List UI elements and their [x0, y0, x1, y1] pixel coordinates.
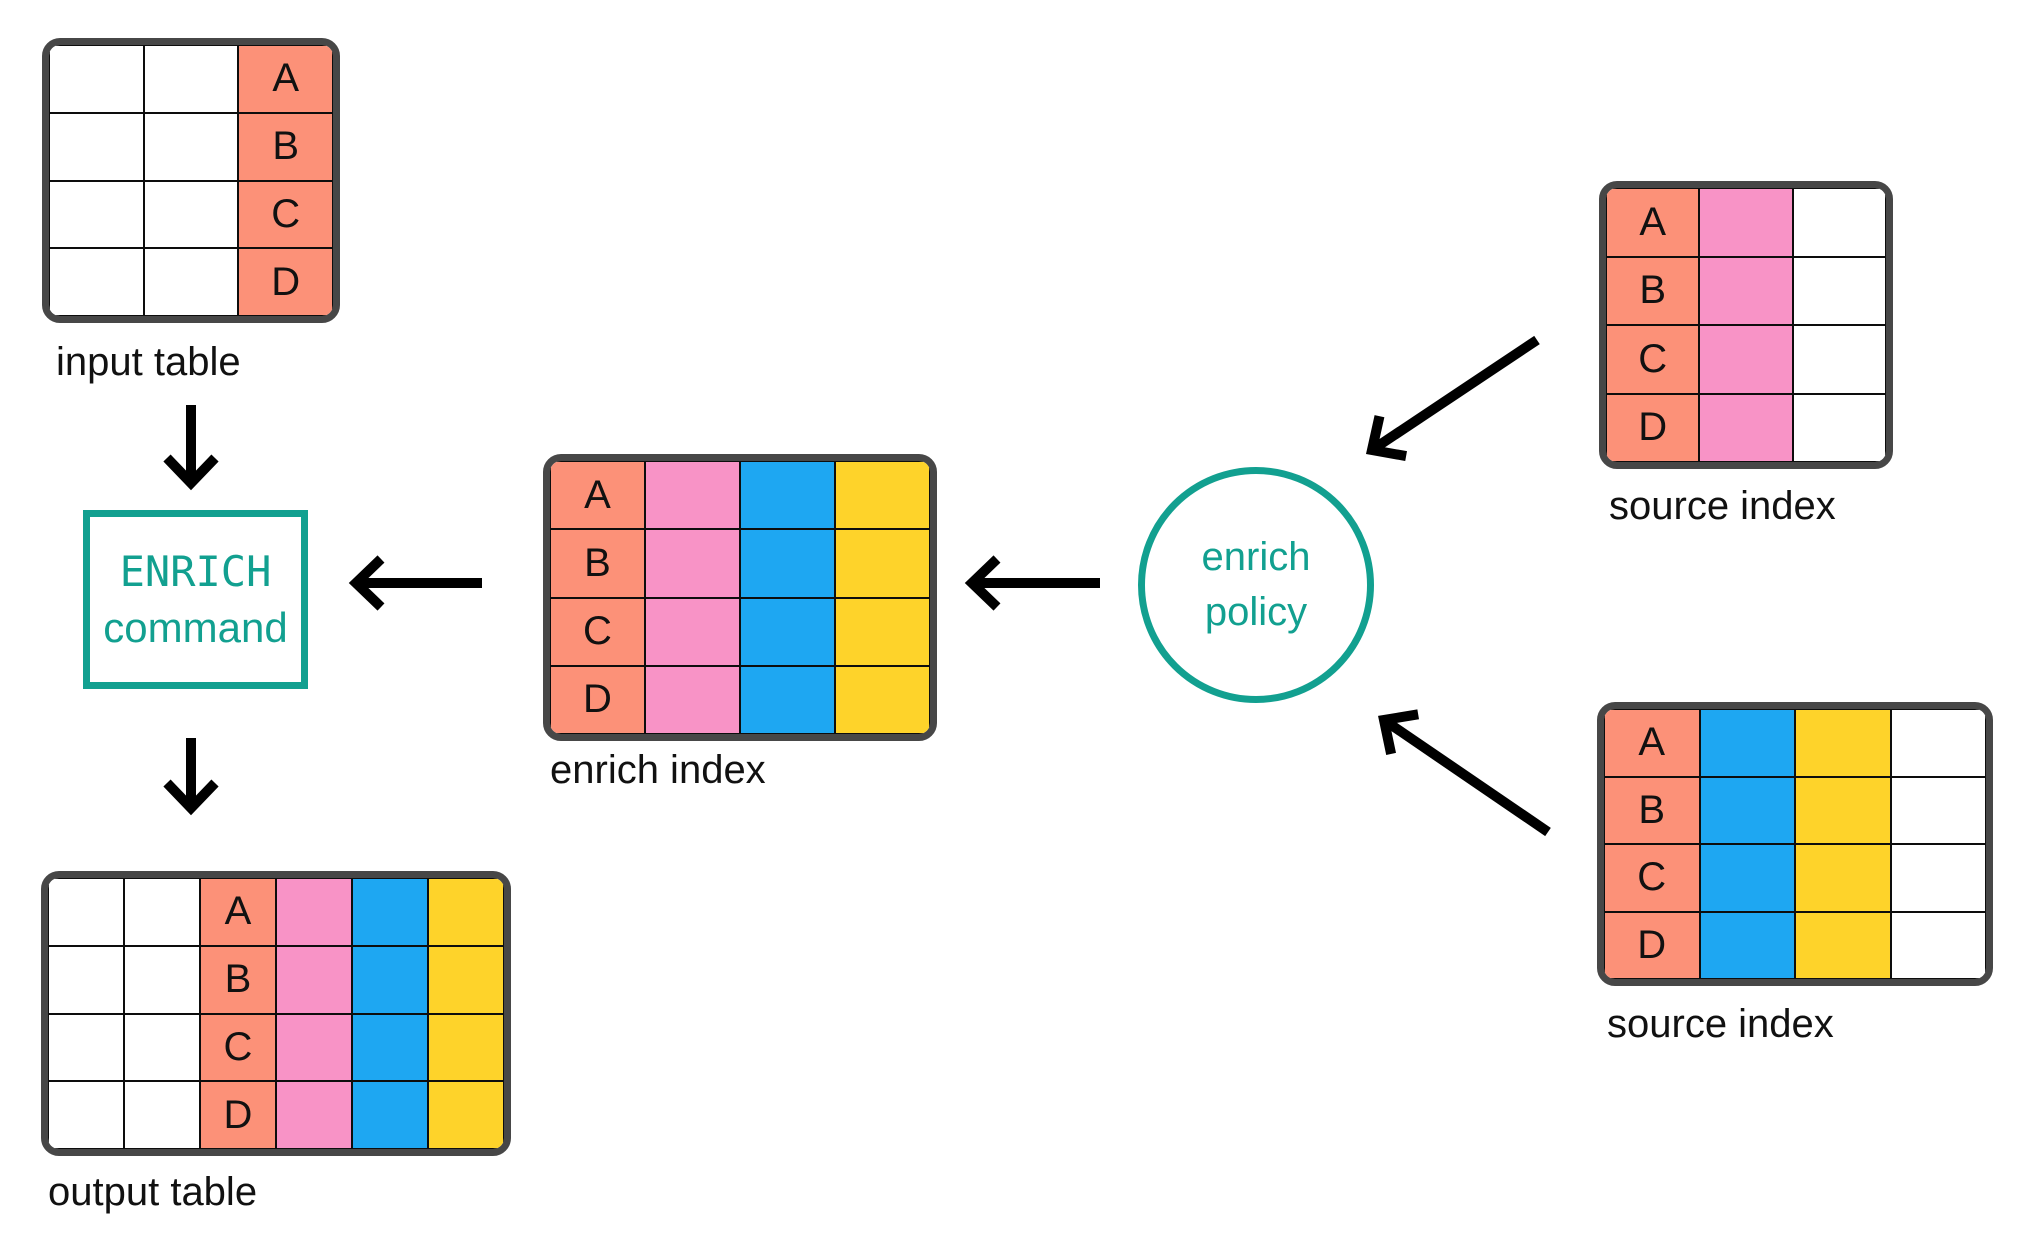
arrow-source-bottom-to-policy: [1378, 709, 1551, 837]
cell: [645, 665, 740, 734]
cell: [352, 1081, 428, 1149]
enrich-policy-line1: enrich: [1201, 535, 1311, 579]
cell: [1699, 776, 1795, 844]
cell: [124, 945, 200, 1014]
cell-letter: D: [238, 248, 333, 316]
cell: [740, 597, 835, 666]
cell: [1795, 844, 1891, 912]
enrich-index-label: enrich index: [550, 748, 766, 792]
cell: [49, 112, 144, 181]
cell: [143, 112, 239, 181]
cell: [428, 945, 504, 1014]
cell: [1792, 256, 1886, 325]
cell-letter: C: [550, 597, 645, 666]
source-index-top-label: source index: [1609, 484, 1836, 528]
cell: [1699, 844, 1795, 912]
cell-letter: D: [200, 1081, 276, 1149]
cell: [1890, 776, 1986, 844]
cell-letter: C: [1606, 325, 1700, 394]
cell: [1699, 709, 1795, 777]
cell: [143, 45, 239, 113]
cell: [428, 1013, 504, 1082]
cell: [1792, 393, 1886, 462]
cell-letter: A: [200, 878, 276, 946]
cell: [740, 529, 835, 598]
cell-letter: A: [550, 461, 645, 530]
cell: [352, 878, 428, 946]
cell: [49, 248, 144, 316]
cell-letter: C: [238, 180, 333, 249]
cell-letter: B: [1606, 256, 1700, 325]
cell: [1699, 393, 1793, 462]
cell: [276, 878, 352, 946]
cell-letter: D: [1604, 911, 1700, 979]
source-index-bottom-label: source index: [1607, 1002, 1834, 1046]
cell: [1890, 911, 1986, 979]
cell: [1792, 325, 1886, 394]
enrich-command-line2: command: [103, 603, 288, 651]
cell: [48, 1081, 124, 1149]
cell: [276, 945, 352, 1014]
cell: [1795, 776, 1891, 844]
cell-letter: A: [1604, 709, 1700, 777]
cell-letter: D: [1606, 393, 1700, 462]
cell: [645, 461, 740, 530]
cell: [835, 461, 930, 530]
cell: [835, 529, 930, 598]
cell: [835, 597, 930, 666]
cell: [143, 248, 239, 316]
cell: [352, 945, 428, 1014]
cell-letter: B: [238, 112, 333, 181]
enrich-command-line1: ENRICH: [119, 546, 272, 596]
cell: [1699, 188, 1793, 257]
cell: [740, 461, 835, 530]
cell: [1699, 911, 1795, 979]
cell: [276, 1013, 352, 1082]
cell: [49, 45, 144, 113]
cell: [428, 1081, 504, 1149]
cell: [740, 665, 835, 734]
cell: [1890, 844, 1986, 912]
cell-letter: B: [200, 945, 276, 1014]
cell: [1795, 709, 1891, 777]
cell: [124, 1013, 200, 1082]
cell: [276, 1081, 352, 1149]
cell-letter: A: [238, 45, 333, 113]
cell-letter: C: [1604, 844, 1700, 912]
arrow-source-top-to-policy: [1365, 335, 1540, 462]
cell: [124, 878, 200, 946]
cell: [1792, 188, 1886, 257]
cell: [835, 665, 930, 734]
enrich-policy-circle: enrich policy: [1138, 467, 1374, 703]
enrich-command-box: ENRICH command: [83, 510, 308, 689]
cell: [1699, 256, 1793, 325]
cell: [352, 1013, 428, 1082]
cell: [49, 180, 144, 249]
cell: [645, 529, 740, 598]
cell-letter: A: [1606, 188, 1700, 257]
cell-letter: B: [550, 529, 645, 598]
cell: [48, 1013, 124, 1082]
cell: [143, 180, 239, 249]
cell: [428, 878, 504, 946]
cell-letter: D: [550, 665, 645, 734]
cell: [124, 1081, 200, 1149]
cell: [1699, 325, 1793, 394]
cell-letter: B: [1604, 776, 1700, 844]
cell: [1890, 709, 1986, 777]
cell: [645, 597, 740, 666]
input-table-label: input table: [56, 340, 241, 384]
cell: [48, 945, 124, 1014]
enrich-policy-line2: policy: [1204, 590, 1308, 634]
cell-letter: C: [200, 1013, 276, 1082]
output-table-label: output table: [48, 1170, 258, 1214]
cell: [1795, 911, 1891, 979]
cell: [48, 878, 124, 946]
